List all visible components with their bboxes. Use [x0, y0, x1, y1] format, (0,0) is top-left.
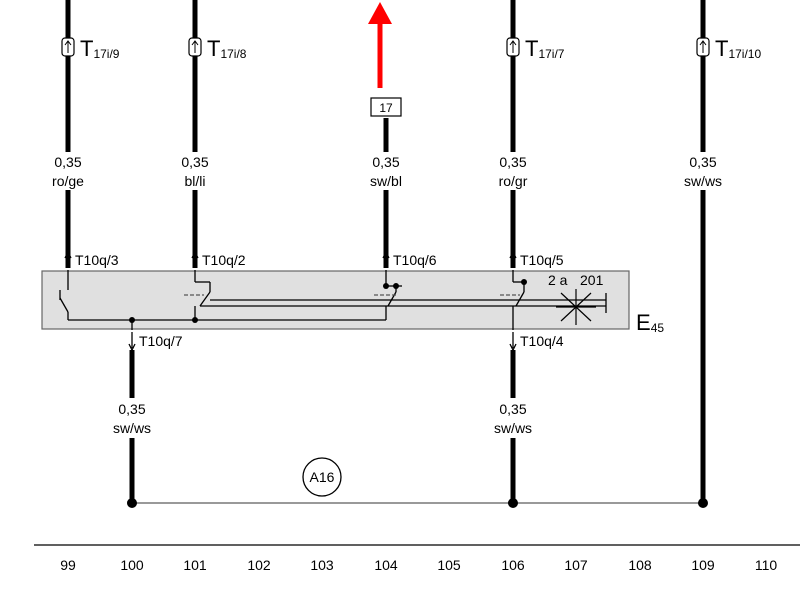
pin-top-3: T10q/6 — [393, 252, 437, 268]
switch-internals — [59, 270, 607, 330]
pin-bottom-2: T10q/4 — [520, 333, 564, 349]
svg-text:0,35: 0,35 — [499, 401, 526, 417]
wire-label-upper-2: 0,35 bl/li — [171, 152, 219, 190]
svg-text:0,35: 0,35 — [689, 154, 716, 170]
red-arrow-icon — [368, 2, 392, 88]
column-number: 105 — [437, 557, 461, 573]
svg-text:ro/ge: ro/ge — [52, 173, 84, 189]
wire-label-upper-3: 0,35 sw/bl — [362, 152, 410, 190]
svg-text:bl/li: bl/li — [184, 173, 205, 189]
connector-symbol-2 — [188, 37, 202, 57]
svg-text:sw/ws: sw/ws — [113, 420, 151, 436]
ground-node-3 — [698, 498, 708, 508]
junction-dot-3 — [383, 283, 389, 289]
connector-label-2: T17i/8 — [207, 36, 247, 61]
pin-arrow-top-3 — [382, 250, 390, 268]
svg-text:0,35: 0,35 — [54, 154, 81, 170]
svg-text:ro/gr: ro/gr — [499, 173, 528, 189]
ground-point-label: A16 — [310, 469, 335, 485]
column-numbers: 99 100 101 102 103 104 105 106 107 108 1… — [60, 557, 777, 573]
reference-box — [370, 97, 402, 117]
pin-arrow-top-1 — [64, 250, 72, 268]
column-number: 103 — [310, 557, 334, 573]
wire-label-lower-2: 0,35 sw/ws — [487, 398, 539, 438]
lamp-label: 2 a — [548, 272, 568, 288]
connector-symbol-4 — [696, 37, 710, 57]
column-number: 108 — [628, 557, 652, 573]
ground-point-circle — [302, 457, 342, 497]
pin-arrow-bottom-1 — [128, 332, 136, 352]
component-label: E45 — [636, 310, 664, 335]
lamp-icon — [556, 289, 596, 325]
reference-box-label: 17 — [379, 101, 393, 115]
pin-top-2: T10q/2 — [202, 252, 246, 268]
connector-symbol-3 — [506, 37, 520, 57]
svg-text:sw/ws: sw/ws — [494, 420, 532, 436]
junction-dot-2 — [192, 317, 198, 323]
pin-top-4: T10q/5 — [520, 252, 564, 268]
wire-label-upper-1: 0,35 ro/ge — [44, 152, 92, 190]
ground-node-1 — [127, 498, 137, 508]
svg-text:0,35: 0,35 — [181, 154, 208, 170]
column-number: 107 — [564, 557, 588, 573]
svg-text:0,35: 0,35 — [118, 401, 145, 417]
column-number: 101 — [183, 557, 207, 573]
column-number: 109 — [691, 557, 715, 573]
wire-label-lower-1: 0,35 sw/ws — [106, 398, 158, 438]
lamp-number: 201 — [580, 272, 604, 288]
junction-dot-5 — [521, 279, 527, 285]
connector-symbol-1 — [61, 37, 75, 57]
svg-text:sw/ws: sw/ws — [684, 173, 722, 189]
column-number: 106 — [501, 557, 525, 573]
connector-label-3: T17i/7 — [525, 36, 565, 61]
column-number: 100 — [120, 557, 144, 573]
junction-dot-1 — [129, 317, 135, 323]
wire-label-upper-4: 0,35 ro/gr — [489, 152, 537, 190]
column-number: 110 — [755, 557, 778, 573]
svg-text:sw/bl: sw/bl — [370, 173, 402, 189]
pin-arrow-top-2 — [191, 250, 199, 268]
column-number: 104 — [374, 557, 398, 573]
svg-text:0,35: 0,35 — [499, 154, 526, 170]
ground-node-2 — [508, 498, 518, 508]
svg-text:0,35: 0,35 — [372, 154, 399, 170]
column-number: 102 — [247, 557, 271, 573]
junction-dot-4 — [393, 283, 399, 289]
connector-label-1: T17i/9 — [80, 36, 120, 61]
connector-label-4: T17i/10 — [715, 36, 761, 61]
wire-label-upper-5: 0,35 sw/ws — [677, 152, 729, 190]
pin-top-1: T10q/3 — [75, 252, 119, 268]
pin-arrow-bottom-2 — [509, 332, 517, 352]
pin-arrow-top-4 — [509, 250, 517, 268]
pin-bottom-1: T10q/7 — [139, 333, 183, 349]
column-number: 99 — [60, 557, 76, 573]
